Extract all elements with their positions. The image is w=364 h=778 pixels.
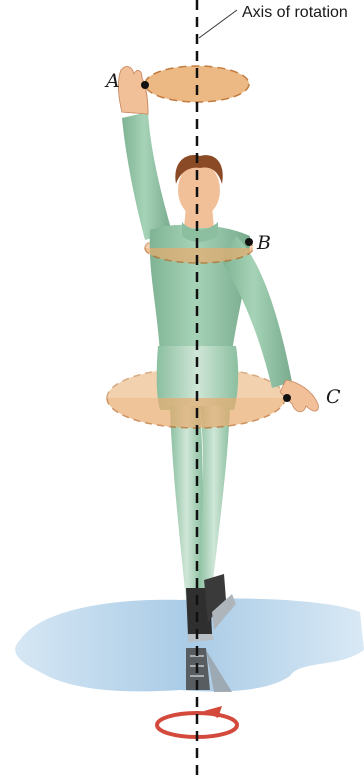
axis-label: Axis of rotation [242, 4, 348, 21]
label-c: C [326, 386, 341, 408]
point-b-dot [245, 238, 253, 246]
label-b: B [256, 232, 271, 254]
point-a-dot [141, 81, 149, 89]
axis-leader-line [199, 10, 237, 38]
skater-figure [118, 67, 318, 642]
label-a: A [104, 70, 120, 92]
hand-a [118, 67, 148, 114]
point-c-dot [283, 394, 291, 402]
